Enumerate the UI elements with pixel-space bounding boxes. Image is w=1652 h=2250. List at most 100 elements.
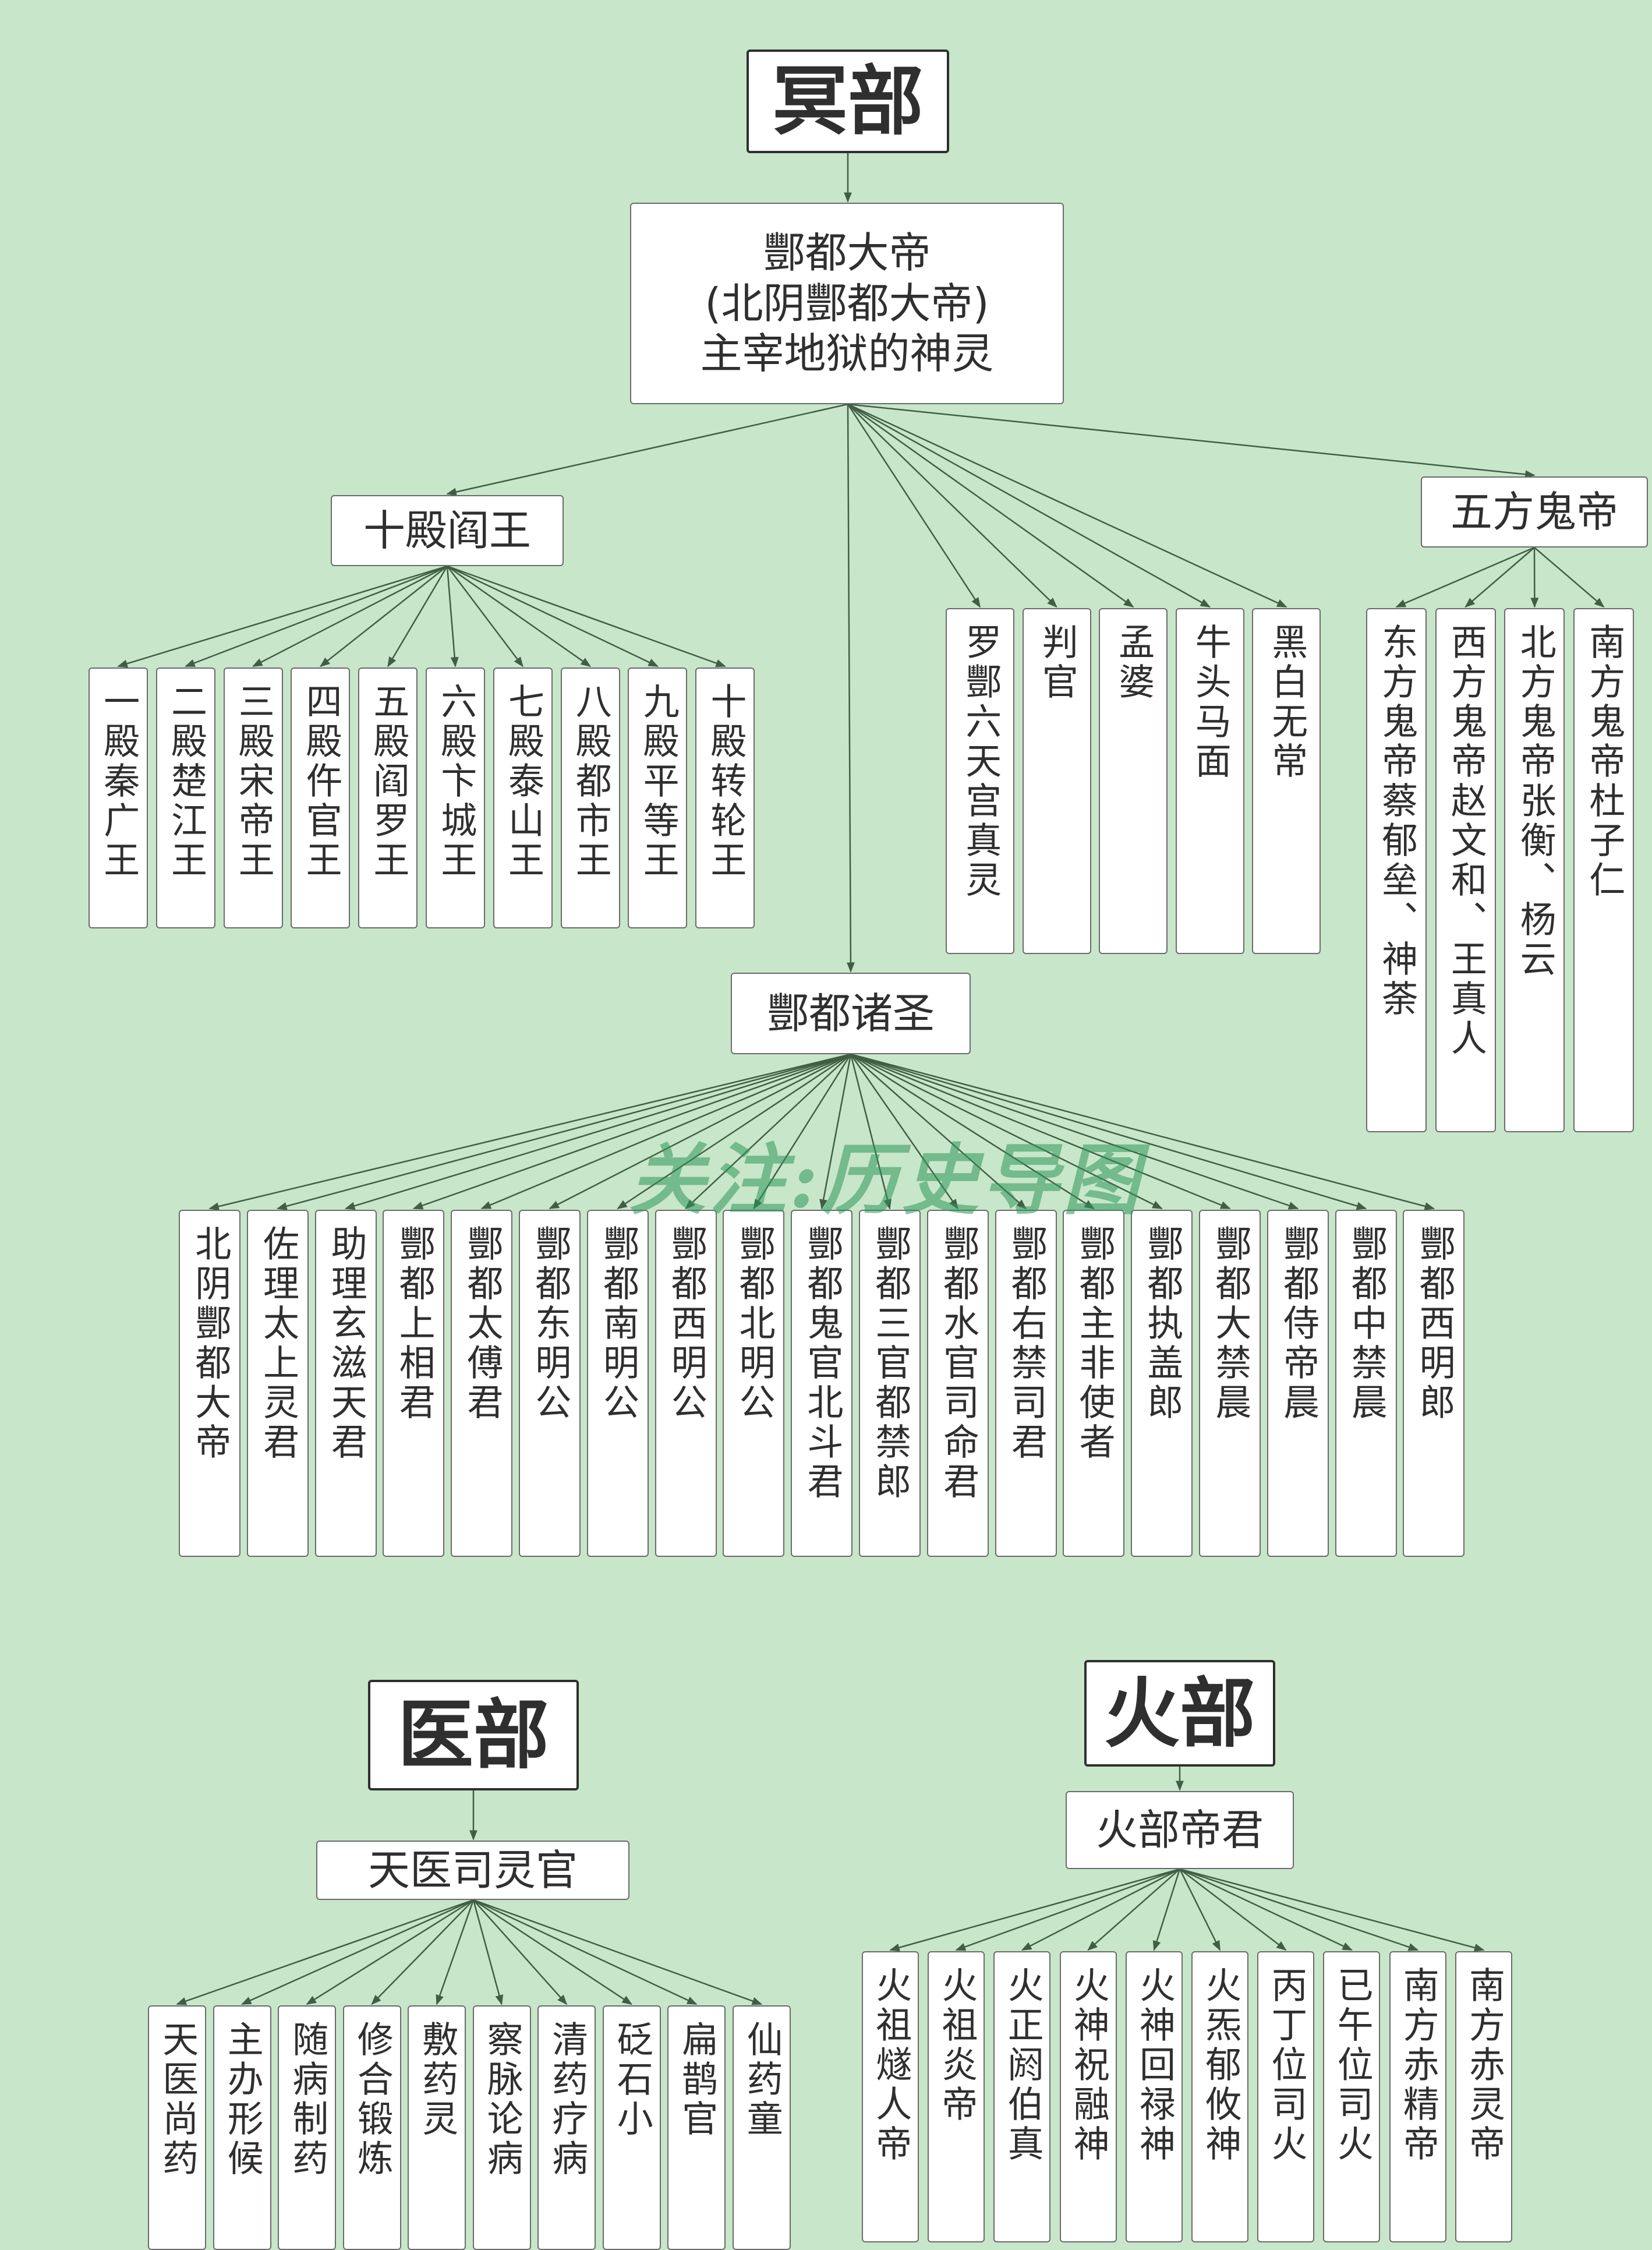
medicine-node-8: 砭石小 (603, 2005, 661, 2250)
medicine-node-label: 随病制药 (285, 2021, 328, 2179)
watermark-text: 关注:历史导图 (629, 1118, 1143, 1230)
saint-node-19: 酆都西明郎 (1403, 1210, 1464, 1557)
saint-node-label: 酆都水官司命君 (936, 1225, 979, 1502)
edge-huo-root-to-item-1 (890, 1869, 1180, 1950)
king-node-label: 一殿秦广王 (97, 683, 140, 881)
edge-root-to-wufang (848, 404, 1534, 475)
edge-wufang-to-emperor-4 (1534, 548, 1604, 607)
official-node-label: 罗酆六天宫真灵 (958, 623, 1002, 900)
king-node-label: 八殿都市王 (568, 683, 611, 881)
fengdu-zhusheng-node: 酆都诸圣 (731, 973, 971, 1054)
king-node-2: 二殿楚江王 (156, 667, 215, 928)
saint-node-label: 酆都主非使者 (1072, 1225, 1115, 1463)
fire-node-label: 火神祝融神 (1066, 1966, 1109, 2164)
edge-yi-root-to-item-4 (372, 1900, 474, 2004)
fire-node-label: 火炁郁攸神 (1198, 1966, 1241, 2164)
fengdu-emperor-node: 酆都大帝 (北阴酆都大帝) 主宰地狱的神灵 (630, 203, 1064, 404)
medicine-node-4: 修合锻炼 (343, 2005, 401, 2250)
saint-node-label: 酆都鬼官北斗君 (800, 1225, 843, 1502)
saint-node-label: 酆都中禁晨 (1344, 1225, 1387, 1423)
edge-huo-root-to-item-10 (1180, 1869, 1484, 1950)
saint-node-label: 酆都太傅君 (460, 1225, 503, 1423)
medicine-node-label: 主办形候 (220, 2021, 263, 2179)
edge-yi-root-to-item-3 (307, 1900, 473, 2004)
edge-shidian-to-king-2 (186, 566, 447, 666)
section-title-huo: 火部 (1084, 1660, 1275, 1767)
section-title-yi: 医部 (368, 1680, 579, 1790)
king-node-8: 八殿都市王 (561, 667, 620, 928)
fire-node-label: 丙丁位司火 (1264, 1966, 1307, 2164)
saint-node-label: 酆都南明公 (596, 1225, 639, 1423)
king-node-label: 六殿卞城王 (434, 683, 477, 881)
medicine-node-1: 天医尚药 (148, 2005, 206, 2250)
saint-node-13: 酆都右禁司君 (995, 1210, 1057, 1557)
medicine-node-label: 扁鹊官 (675, 2021, 718, 2139)
fire-node-7: 丙丁位司火 (1257, 1951, 1314, 2242)
fire-node-9: 南方赤精帝 (1389, 1951, 1446, 2242)
king-node-6: 六殿卞城王 (426, 667, 485, 928)
fire-node-5: 火神回禄神 (1126, 1951, 1183, 2242)
ghost-emperor-node-label: 西方鬼帝赵文和、王真人 (1444, 623, 1487, 1059)
medicine-node-10: 仙药童 (733, 2005, 791, 2250)
king-node-7: 七殿泰山王 (493, 667, 553, 928)
king-node-label: 三殿宋帝王 (231, 683, 274, 881)
ghost-emperor-node-label: 南方鬼帝杜子仁 (1582, 623, 1625, 900)
saint-node-label: 酆都大禁晨 (1208, 1225, 1251, 1423)
edge-yi-root-to-item-5 (437, 1900, 473, 2004)
king-node-label: 七殿泰山王 (501, 683, 544, 881)
saint-node-10: 酆都鬼官北斗君 (791, 1210, 852, 1557)
official-node-1: 罗酆六天宫真灵 (946, 608, 1014, 954)
edge-root-to-zhusheng (848, 404, 851, 972)
fire-node-2: 火祖炎帝 (928, 1951, 985, 2242)
medicine-node-7: 清药疗病 (537, 2005, 596, 2250)
saint-node-label: 酆都执盖郎 (1140, 1225, 1183, 1423)
saint-node-18: 酆都中禁晨 (1335, 1210, 1397, 1557)
wufang-guidi-node: 五方鬼帝 (1421, 476, 1648, 548)
fire-node-label: 火祖炎帝 (935, 1966, 978, 2125)
ghost-emperor-node-1: 东方鬼帝蔡郁垒、神荼 (1366, 608, 1427, 1132)
fire-node-label: 火祖燧人帝 (869, 1966, 912, 2164)
edge-huo-root-to-item-7 (1180, 1869, 1286, 1950)
saint-node-label: 酆都北明公 (732, 1225, 775, 1423)
edge-huo-root-to-item-2 (956, 1869, 1180, 1950)
saint-node-2: 佐理太上灵君 (247, 1210, 309, 1557)
ghost-emperor-node-label: 北方鬼帝张衡、杨云 (1513, 623, 1556, 980)
king-node-10: 十殿转轮王 (695, 667, 755, 928)
medicine-node-5: 敷药灵 (408, 2005, 466, 2250)
fire-node-6: 火炁郁攸神 (1191, 1951, 1248, 2242)
saint-node-label: 酆都西明公 (664, 1225, 707, 1423)
medicine-node-label: 仙药童 (740, 2021, 783, 2139)
edge-huo-root-to-item-9 (1180, 1869, 1418, 1950)
fire-node-label: 南方赤精帝 (1396, 1966, 1439, 2164)
king-node-label: 十殿转轮王 (703, 683, 747, 881)
saint-node-label: 酆都侍帝晨 (1276, 1225, 1320, 1423)
fire-node-4: 火神祝融神 (1060, 1951, 1117, 2242)
official-node-label: 判官 (1035, 623, 1078, 702)
medicine-node-label: 天医尚药 (155, 2021, 199, 2179)
king-node-1: 一殿秦广王 (89, 667, 148, 928)
official-node-label: 黑白无常 (1265, 623, 1308, 782)
edge-root-to-official-2 (848, 404, 1057, 607)
saint-node-label: 北阴酆都大帝 (188, 1225, 231, 1463)
saint-node-label: 酆都东明公 (528, 1225, 571, 1423)
saint-node-9: 酆都北明公 (723, 1210, 784, 1557)
edge-shidian-to-king-6 (447, 566, 455, 666)
edge-root-to-official-4 (848, 404, 1210, 607)
edge-shidian-to-king-9 (447, 566, 657, 666)
saint-node-14: 酆都主非使者 (1063, 1210, 1124, 1557)
ghost-emperor-node-label: 东方鬼帝蔡郁垒、神荼 (1375, 623, 1418, 1019)
official-node-5: 黑白无常 (1252, 608, 1321, 954)
saint-node-5: 酆都太傅君 (451, 1210, 512, 1557)
saint-node-11: 酆都三官都禁郎 (859, 1210, 921, 1557)
saint-node-8: 酆都西明公 (655, 1210, 717, 1557)
king-node-label: 二殿楚江王 (164, 683, 207, 881)
edge-shidian-to-king-8 (447, 566, 590, 666)
king-node-3: 三殿宋帝王 (224, 667, 283, 928)
fire-node-label: 南方赤灵帝 (1462, 1966, 1505, 2164)
medicine-node-6: 察脉论病 (473, 2005, 531, 2250)
edge-shidian-to-king-4 (320, 566, 447, 666)
fire-node-10: 南方赤灵帝 (1455, 1951, 1512, 2242)
edge-root-to-official-3 (848, 404, 1133, 607)
fire-node-1: 火祖燧人帝 (862, 1951, 919, 2242)
saint-node-label: 酆都三官都禁郎 (868, 1225, 911, 1502)
